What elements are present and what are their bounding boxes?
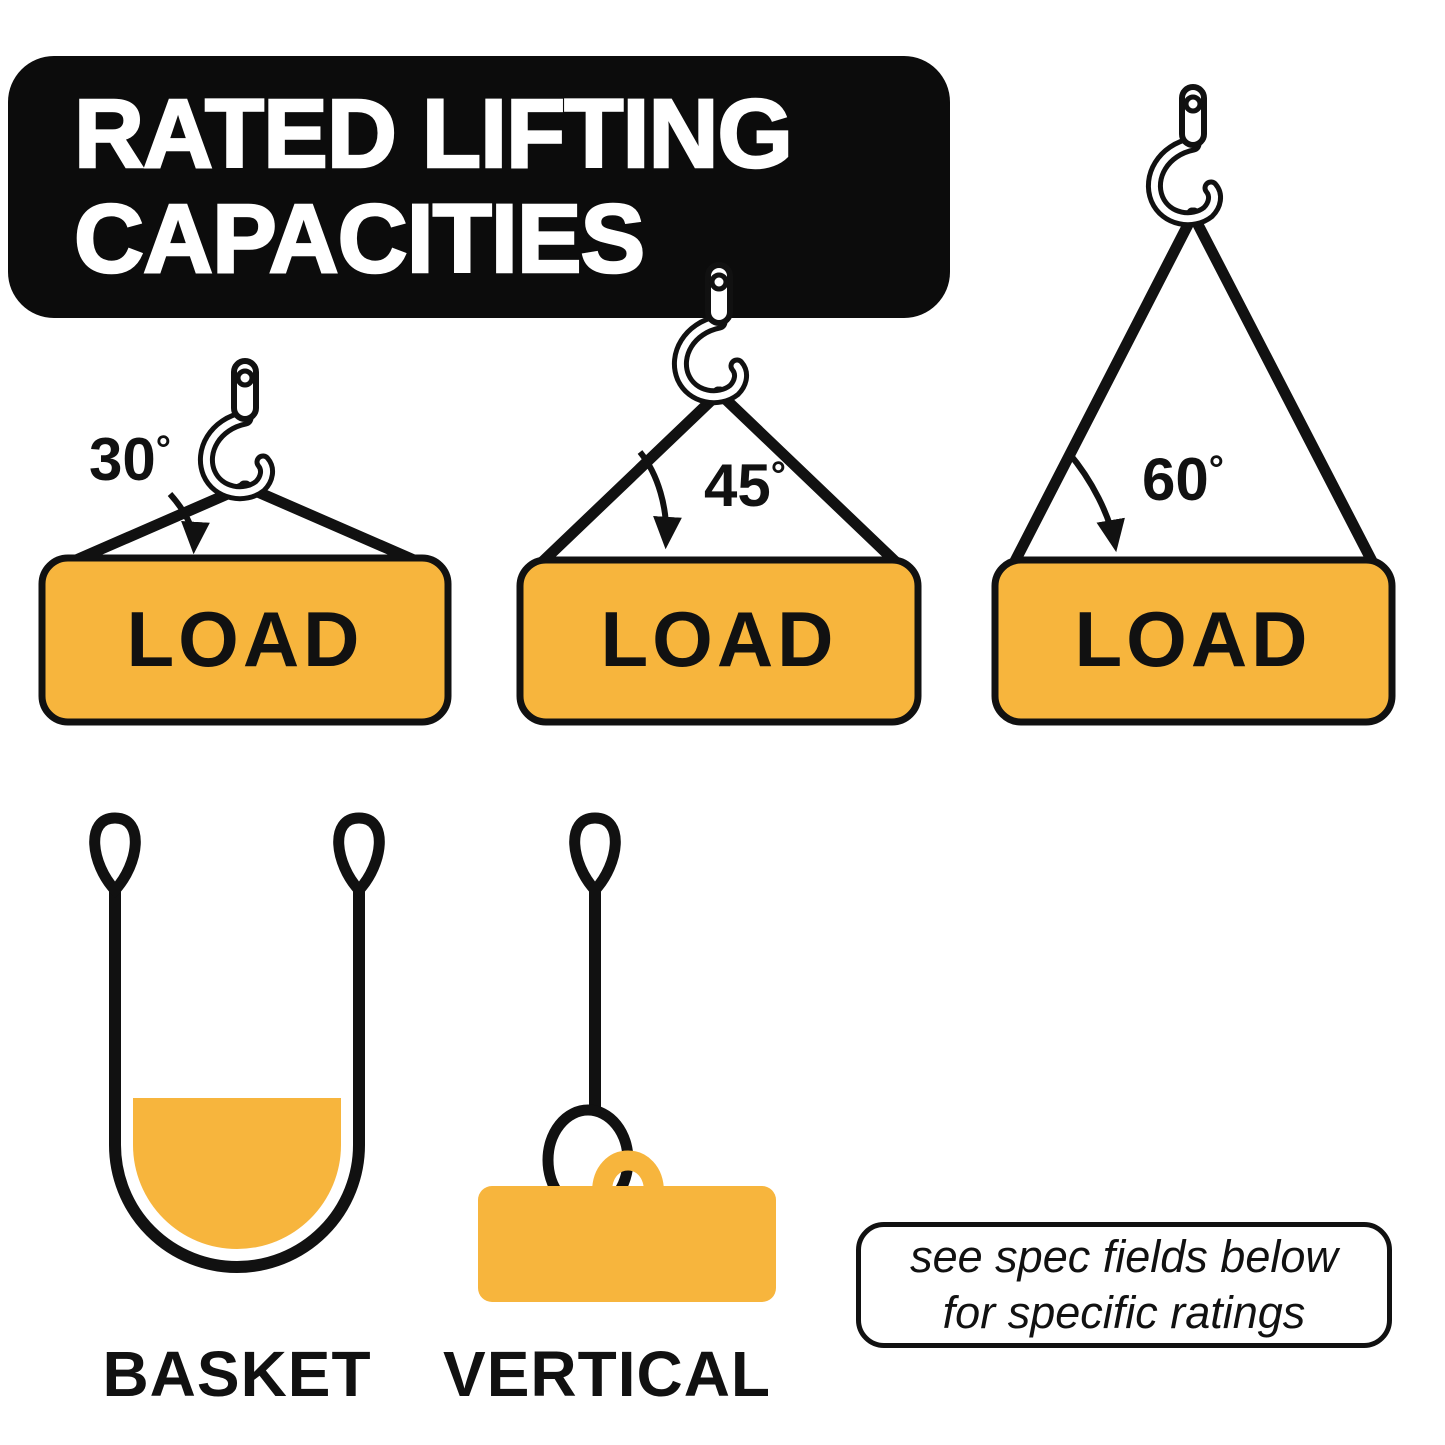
load-label: LOAD — [601, 595, 838, 683]
load-label: LOAD — [1075, 595, 1312, 683]
sling-leg-left — [54, 480, 252, 573]
degree-symbol: ° — [1209, 449, 1224, 491]
load-box — [991, 556, 1396, 726]
degree-symbol: ° — [156, 429, 171, 471]
basket-sling — [109, 886, 365, 1273]
title-line-2: CAPACITIES — [73, 184, 647, 293]
angle-arrow-icon — [167, 492, 210, 555]
angle-arrow-icon — [637, 450, 682, 550]
basket-label: BASKET — [102, 1338, 371, 1410]
angle-value: 60 — [1142, 446, 1209, 513]
sling-leg-right — [1186, 207, 1381, 573]
vertical-load-box — [478, 1186, 776, 1302]
angle-value: 45 — [704, 452, 771, 519]
spec-note-box: see spec fields below for specific ratin… — [856, 1222, 1392, 1348]
sling-leg-right — [238, 480, 436, 573]
basket-load-fill — [133, 1098, 341, 1249]
sling-angle-diagram-45: LOAD 45° — [516, 265, 922, 726]
crane-hook-icon — [1154, 87, 1214, 219]
angle-label-60: 60° — [1142, 446, 1224, 513]
load-box — [516, 556, 922, 726]
sling-eye-icon — [575, 818, 616, 890]
note-line-2: for specific ratings — [942, 1287, 1306, 1338]
sling-angle-diagram-60: LOAD 60° — [991, 87, 1396, 726]
angle-label-30: 30° — [89, 426, 171, 493]
sling-eye-icon — [95, 818, 136, 890]
load-box — [38, 554, 452, 726]
sling-angle-diagram-30: LOAD 30° — [38, 361, 452, 726]
title-line-1: RATED LIFTING — [73, 79, 795, 189]
angle-arrow-icon — [1065, 450, 1125, 553]
basket-hitch-diagram: BASKET — [95, 818, 380, 1410]
note-line-1: see spec fields below — [910, 1230, 1338, 1282]
crane-hook-icon — [206, 361, 266, 493]
sling-eye-icon — [339, 818, 380, 890]
sling-leg-left — [1006, 207, 1200, 573]
vertical-label: VERTICAL — [443, 1338, 771, 1410]
angle-value: 30 — [89, 426, 156, 493]
angle-label-45: 45° — [704, 452, 786, 519]
load-label: LOAD — [127, 595, 364, 683]
sling-leg-right — [712, 386, 907, 573]
crane-hook-icon — [680, 265, 740, 397]
degree-symbol: ° — [771, 455, 786, 497]
load-lifting-loop — [592, 1150, 664, 1193]
title-banner: RATED LIFTING CAPACITIES — [8, 56, 950, 318]
vertical-hitch-diagram: VERTICAL — [443, 818, 776, 1410]
sling-leg-left — [531, 386, 726, 573]
